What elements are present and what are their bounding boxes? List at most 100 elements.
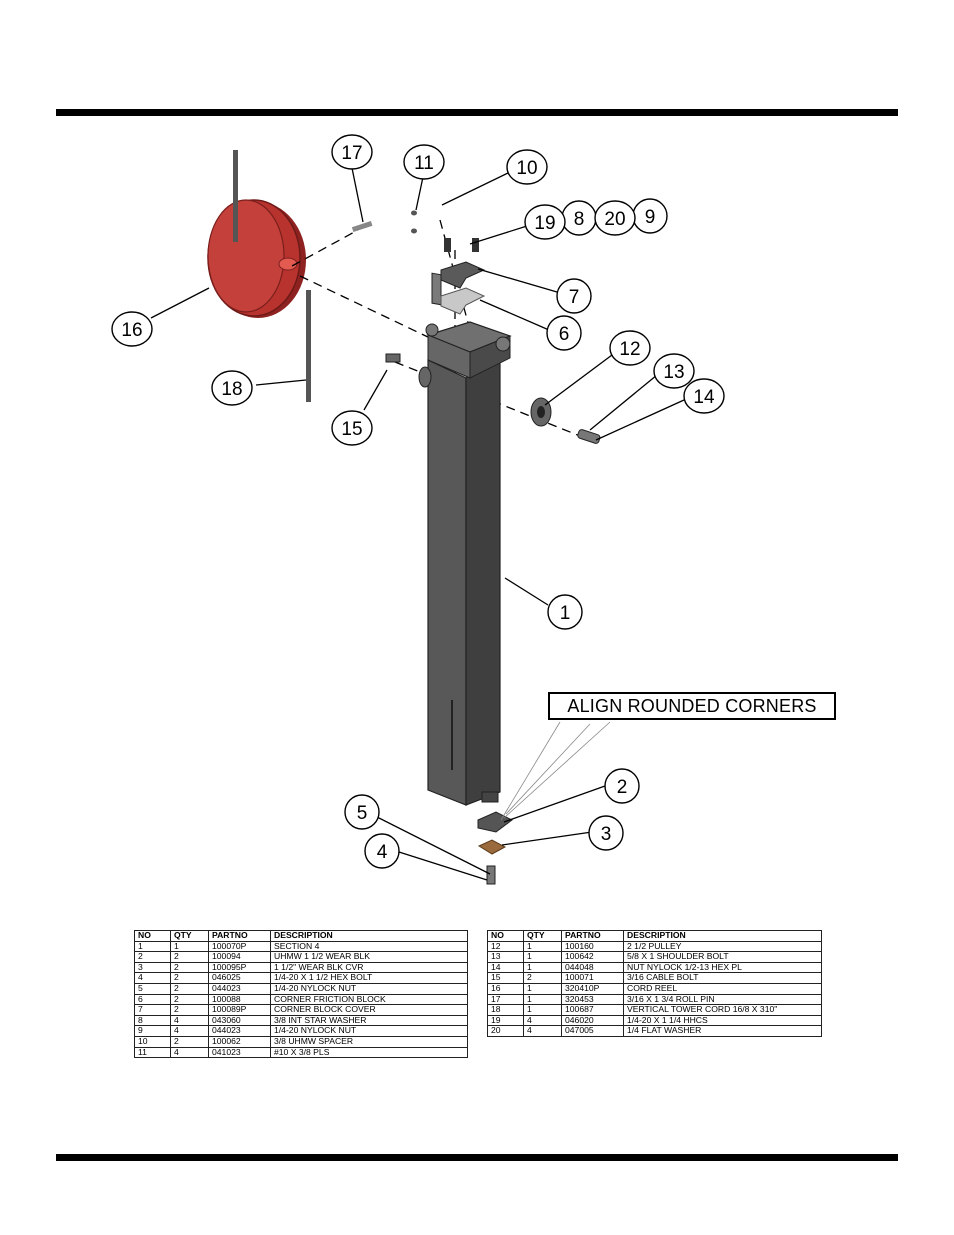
cell-no: 15 (487, 972, 524, 984)
callout-16: 16 (111, 311, 153, 347)
callout-number: 8 (574, 209, 585, 230)
cell-partno: 046025 (208, 972, 271, 984)
cell-no: 5 (134, 982, 171, 995)
header-description: DESCRIPTION (623, 930, 822, 942)
header-no: NO (487, 930, 524, 942)
callout-number: 11 (414, 153, 434, 174)
callout-circle (111, 311, 153, 347)
callout-number: 19 (534, 213, 555, 234)
cell-no: 8 (134, 1014, 171, 1027)
cell-partno: 100062 (208, 1035, 271, 1048)
callout-circle (683, 378, 725, 414)
cell-qty: 4 (170, 1025, 209, 1037)
table-header-row: NO QTY PARTNO DESCRIPTION (487, 930, 822, 942)
cell-no: 14 (487, 961, 524, 974)
cell-qty: 1 (523, 951, 562, 963)
cell-no: 4 (134, 972, 171, 984)
cell-description: SECTION 4 (270, 940, 468, 953)
cell-partno: 320453 (561, 993, 624, 1006)
cell-partno: 100095P (208, 961, 271, 974)
cell-qty: 2 (170, 1004, 209, 1016)
header-partno: PARTNO (208, 930, 271, 942)
cell-no: 3 (134, 961, 171, 974)
callout-14: 14 (683, 378, 725, 414)
cell-description: UHMW 1 1/2 WEAR BLK (270, 951, 468, 963)
callout-circle (547, 594, 583, 630)
cell-description: 1/4-20 NYLOCK NUT (270, 982, 468, 995)
callout-circle (546, 315, 582, 351)
cord-reel (207, 199, 306, 318)
cell-description: 5/8 X 1 SHOULDER BOLT (623, 951, 822, 963)
callout-number: 12 (619, 339, 640, 360)
wear-block (477, 811, 513, 833)
hex-bolt-a (444, 238, 451, 252)
roll-pin (351, 221, 373, 232)
callout-number: 15 (341, 419, 362, 440)
cell-partno: 044023 (208, 982, 271, 995)
cell-partno: 100071 (561, 972, 624, 984)
callout-number: 17 (341, 143, 362, 164)
cell-partno: 043060 (208, 1014, 271, 1027)
cell-partno: 044048 (561, 961, 624, 974)
hex-bolt-b (472, 238, 479, 252)
callout-number: 18 (221, 379, 242, 400)
cell-description: NUT NYLOCK 1/2-13 HEX PL (623, 961, 822, 974)
cell-description: 3/8 INT STAR WASHER (270, 1014, 468, 1027)
corner-friction-block (440, 287, 486, 315)
callout-circle (524, 204, 566, 240)
cell-no: 10 (134, 1035, 171, 1048)
align-note: ALIGN ROUNDED CORNERS (548, 692, 836, 720)
header-no: NO (134, 930, 171, 942)
cell-no: 6 (134, 993, 171, 1006)
header-qty: QTY (523, 930, 562, 942)
cell-description: 2 1/2 PULLEY (623, 940, 822, 953)
callout-circle (331, 134, 373, 170)
cell-no: 2 (134, 951, 171, 963)
cell-partno: 100642 (561, 951, 624, 963)
callout-circle (403, 144, 445, 180)
callout-10: 10 (506, 149, 548, 185)
cell-partno: 041023 (208, 1046, 271, 1059)
cell-qty: 2 (170, 961, 209, 974)
callout-18: 18 (211, 370, 253, 406)
cell-description: 1/4-20 X 1 1/2 HEX BOLT (270, 972, 468, 984)
cell-qty: 2 (170, 951, 209, 963)
callout-2: 2 (604, 768, 640, 804)
callout-6: 6 (546, 315, 582, 351)
cell-qty: 1 (523, 1004, 562, 1016)
cell-qty: 2 (170, 993, 209, 1006)
cell-description: 1/4-20 X 1 1/4 HHCS (623, 1014, 822, 1027)
bottom-hex-bolt (486, 865, 496, 885)
cell-qty: 2 (170, 982, 209, 995)
top-rule (56, 109, 898, 116)
callout-number: 20 (604, 209, 625, 230)
cell-description: VERTICAL TOWER CORD 16/8 X 310" (623, 1004, 822, 1016)
cell-partno: 046020 (561, 1014, 624, 1027)
cell-description: 1/4-20 NYLOCK NUT (270, 1025, 468, 1037)
callout-number: 1 (560, 603, 571, 624)
callout-circle (364, 833, 400, 869)
callout-circle (211, 370, 253, 406)
callout-15: 15 (331, 410, 373, 446)
callout-17: 17 (331, 134, 373, 170)
cell-partno: 100094 (208, 951, 271, 963)
callout-circle (556, 278, 592, 314)
callout-3: 3 (588, 815, 624, 851)
cell-no: 11 (134, 1046, 171, 1059)
callout-circle (609, 330, 651, 366)
wear-block-cover (477, 839, 507, 855)
callout-number: 9 (645, 207, 656, 228)
cell-qty: 2 (523, 972, 562, 984)
